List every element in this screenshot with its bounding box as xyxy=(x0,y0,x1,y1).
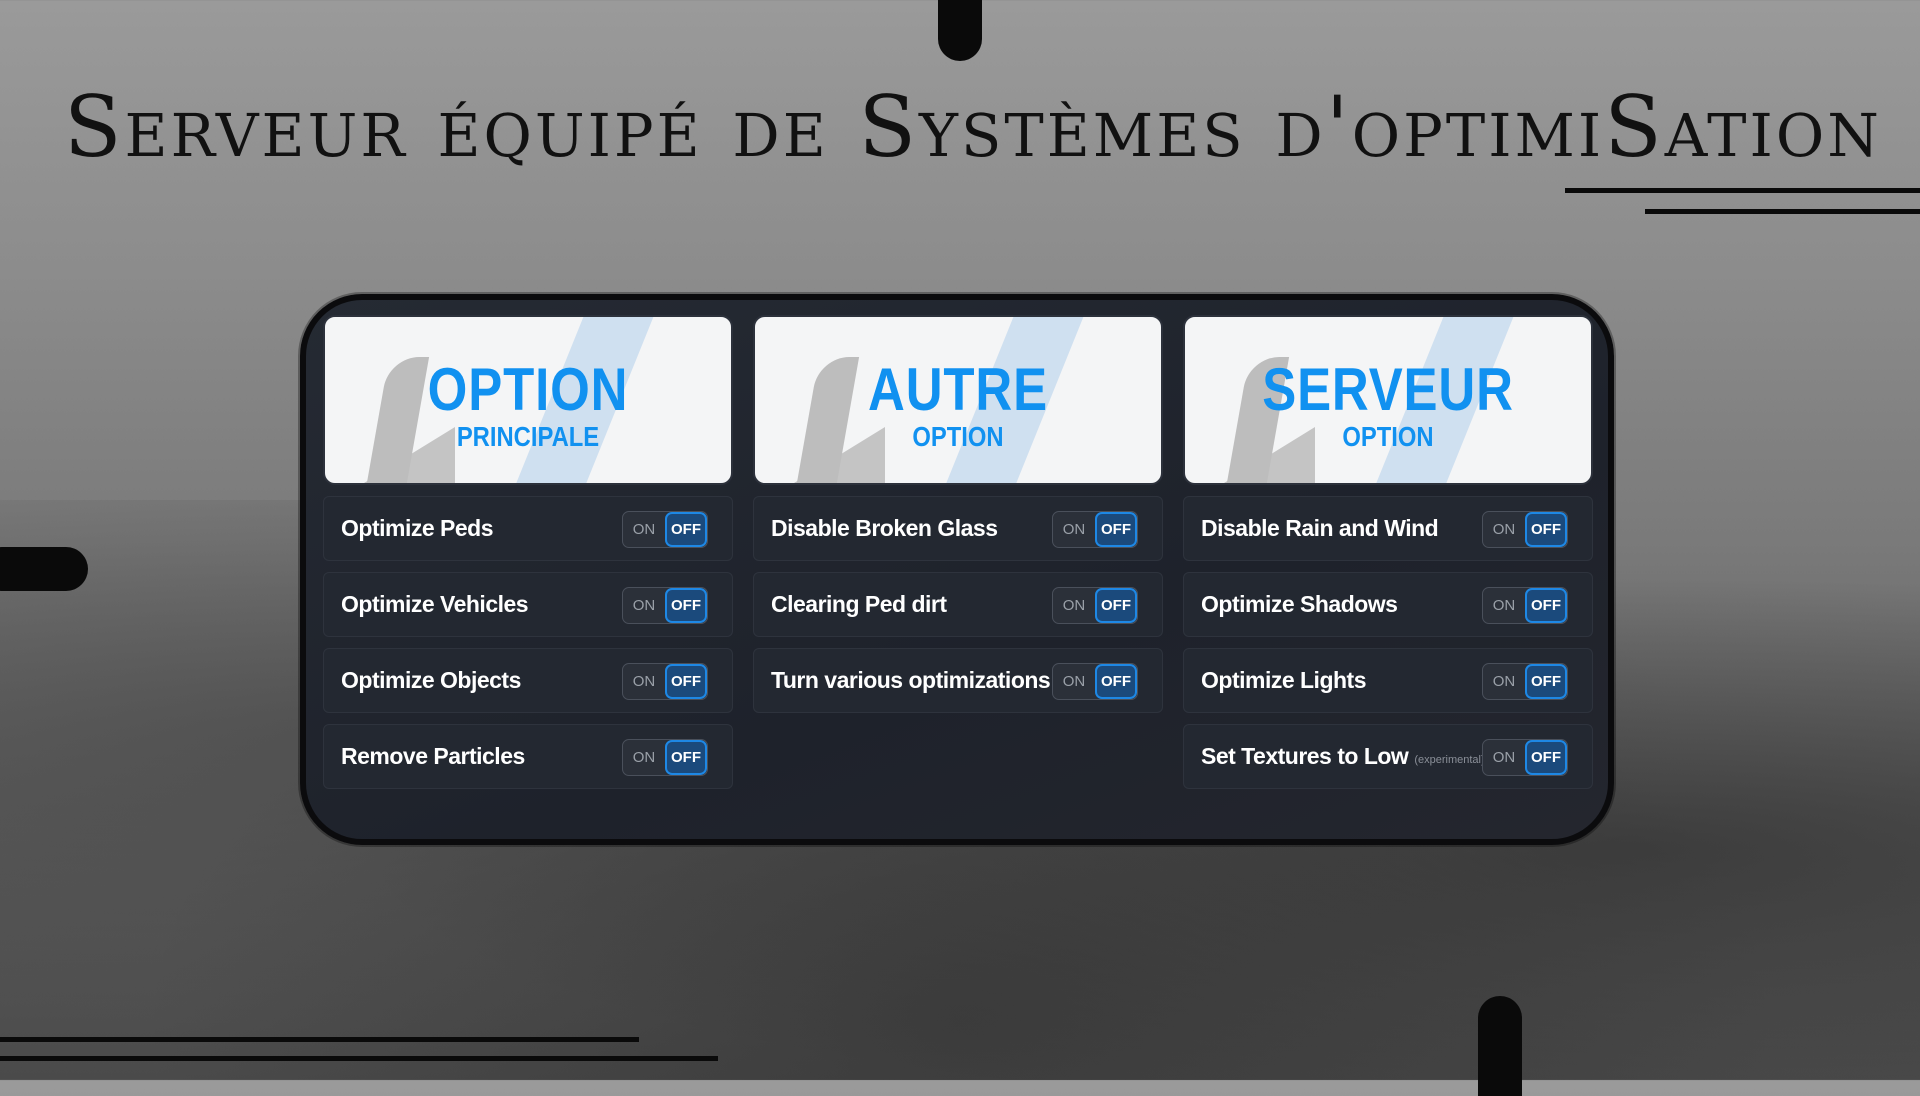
toggle-off-button[interactable]: OFF xyxy=(665,588,707,623)
decor-left-pill xyxy=(0,547,88,591)
option-row: Set Textures to Low (experimental) ON OF… xyxy=(1183,724,1593,789)
option-label: Optimize Shadows xyxy=(1201,591,1398,617)
decor-line xyxy=(1565,188,1920,193)
toggle-on-button[interactable]: ON xyxy=(1062,521,1086,538)
option-label: Optimize Objects xyxy=(341,667,521,693)
option-row: Turn various optimizations ON OFF xyxy=(753,648,1163,713)
toggle-off-button[interactable]: OFF xyxy=(1095,512,1137,547)
option-row: Remove Particles ON OFF xyxy=(323,724,733,789)
column-header: SERVEUR OPTION xyxy=(1183,315,1593,485)
option-row: Optimize Vehicles ON OFF xyxy=(323,572,733,637)
toggle-on-button[interactable]: ON xyxy=(632,673,656,690)
option-row: Disable Rain and Wind ON OFF xyxy=(1183,496,1593,561)
column-title: AUTRE xyxy=(868,356,1048,423)
option-row: Optimize Shadows ON OFF xyxy=(1183,572,1593,637)
option-row: Optimize Objects ON OFF xyxy=(323,648,733,713)
option-row: Disable Broken Glass ON OFF xyxy=(753,496,1163,561)
toggle-off-button[interactable]: OFF xyxy=(1525,664,1567,699)
on-off-toggle[interactable]: ON OFF xyxy=(622,587,708,624)
option-label: Clearing Ped dirt xyxy=(771,591,947,617)
toggle-on-button[interactable]: ON xyxy=(632,597,656,614)
on-off-toggle[interactable]: ON OFF xyxy=(1052,511,1138,548)
on-off-toggle[interactable]: ON OFF xyxy=(622,739,708,776)
toggle-off-button[interactable]: OFF xyxy=(665,664,707,699)
column-header: OPTION PRINCIPALE xyxy=(323,315,733,485)
toggle-on-button[interactable]: ON xyxy=(1492,597,1516,614)
options-panel: OPTION PRINCIPALE Optimize Peds ON OFF O… xyxy=(300,294,1614,845)
option-row: Optimize Lights ON OFF xyxy=(1183,648,1593,713)
option-column: SERVEUR OPTION Disable Rain and Wind ON … xyxy=(1183,315,1593,789)
on-off-toggle[interactable]: ON OFF xyxy=(1482,511,1568,548)
option-label: Disable Rain and Wind xyxy=(1201,515,1439,541)
option-label: Set Textures to Low xyxy=(1201,743,1409,769)
on-off-toggle[interactable]: ON OFF xyxy=(1482,663,1568,700)
option-row: Optimize Peds ON OFF xyxy=(323,496,733,561)
column-header: AUTRE OPTION xyxy=(753,315,1163,485)
column-subtitle: OPTION xyxy=(1342,421,1434,452)
toggle-on-button[interactable]: ON xyxy=(632,749,656,766)
option-column: AUTRE OPTION Disable Broken Glass ON OFF… xyxy=(753,315,1163,713)
toggle-on-button[interactable]: ON xyxy=(1492,521,1516,538)
toggle-off-button[interactable]: OFF xyxy=(1525,588,1567,623)
column-title: SERVEUR xyxy=(1262,356,1514,423)
toggle-on-button[interactable]: ON xyxy=(1492,673,1516,690)
on-off-toggle[interactable]: ON OFF xyxy=(1482,587,1568,624)
toggle-off-button[interactable]: OFF xyxy=(665,740,707,775)
column-subtitle: OPTION xyxy=(912,421,1004,452)
toggle-off-button[interactable]: OFF xyxy=(1095,664,1137,699)
option-label: Turn various optimizations xyxy=(771,667,1051,693)
on-off-toggle[interactable]: ON OFF xyxy=(1052,587,1138,624)
toggle-off-button[interactable]: OFF xyxy=(665,512,707,547)
on-off-toggle[interactable]: ON OFF xyxy=(622,663,708,700)
decor-line xyxy=(0,1056,718,1061)
decor-bottom-pill xyxy=(1478,996,1522,1096)
toggle-on-button[interactable]: ON xyxy=(632,521,656,538)
toggle-on-button[interactable]: ON xyxy=(1492,749,1516,766)
on-off-toggle[interactable]: ON OFF xyxy=(622,511,708,548)
decor-line xyxy=(1645,209,1920,214)
option-label: Optimize Vehicles xyxy=(341,591,529,617)
toggle-on-button[interactable]: ON xyxy=(1062,673,1086,690)
option-column: OPTION PRINCIPALE Optimize Peds ON OFF O… xyxy=(323,315,733,789)
option-label: Optimize Lights xyxy=(1201,667,1367,693)
option-row: Clearing Ped dirt ON OFF xyxy=(753,572,1163,637)
decor-top-pill xyxy=(938,0,982,61)
option-label: Optimize Peds xyxy=(341,515,493,541)
page-title: Serveur équipé de Systèmes d'optimiSatio… xyxy=(64,78,1882,176)
toggle-on-button[interactable]: ON xyxy=(1062,597,1086,614)
column-subtitle: PRINCIPALE xyxy=(456,421,600,452)
decor-line xyxy=(0,1037,639,1042)
option-label: Disable Broken Glass xyxy=(771,515,998,541)
column-title: OPTION xyxy=(427,356,629,423)
on-off-toggle[interactable]: ON OFF xyxy=(1482,739,1568,776)
toggle-off-button[interactable]: OFF xyxy=(1095,588,1137,623)
option-note: (experimental) xyxy=(1414,753,1485,766)
toggle-off-button[interactable]: OFF xyxy=(1525,740,1567,775)
option-label: Remove Particles xyxy=(341,743,525,769)
toggle-off-button[interactable]: OFF xyxy=(1525,512,1567,547)
on-off-toggle[interactable]: ON OFF xyxy=(1052,663,1138,700)
